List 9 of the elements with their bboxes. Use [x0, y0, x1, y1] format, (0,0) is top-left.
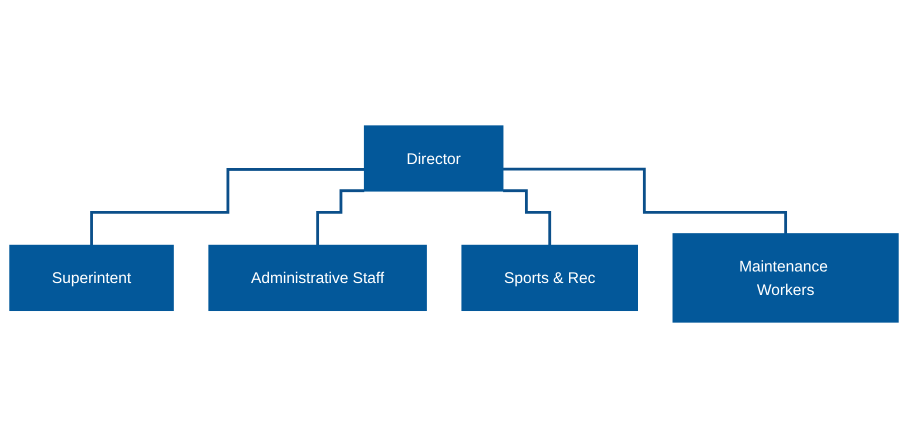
- connector: [503, 168, 788, 235]
- connector: [503, 189, 552, 247]
- connector: [90, 168, 364, 247]
- node-box: Director: [364, 125, 504, 192]
- node-box: Superintent: [9, 244, 174, 312]
- connector: [316, 189, 364, 247]
- node-box: Sports & Rec: [461, 244, 638, 312]
- node-box: Administrative Staff: [208, 244, 427, 312]
- node-box: Maintenance Workers: [672, 233, 899, 323]
